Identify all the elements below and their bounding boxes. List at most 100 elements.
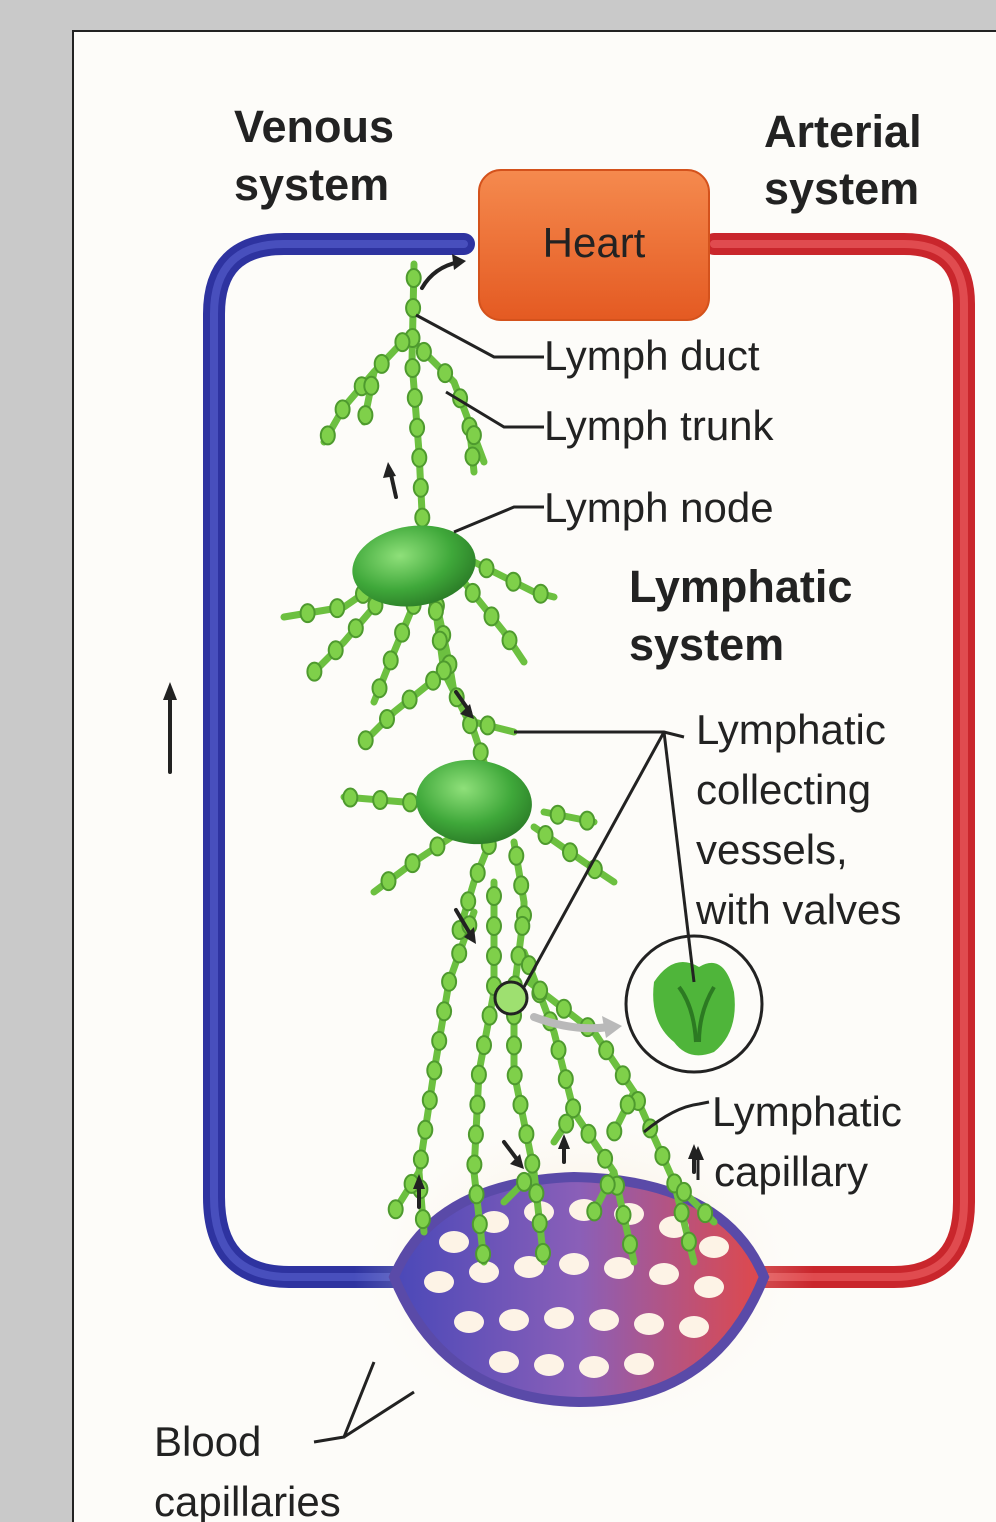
lymph-valve-bead bbox=[426, 672, 440, 690]
svg-text:vessels,: vessels, bbox=[696, 826, 848, 873]
lymph-valve-bead bbox=[301, 604, 315, 622]
lymph-node-lower bbox=[413, 755, 536, 849]
lymph-valve-bead bbox=[533, 1214, 547, 1232]
lymph-valve-bead bbox=[481, 716, 495, 734]
lymph-valve-bead bbox=[395, 333, 409, 351]
diagram-frame: Heart bbox=[72, 30, 996, 1522]
collecting-vessels-label: Lymphatic bbox=[696, 706, 886, 753]
capillary-gap bbox=[604, 1257, 634, 1279]
lymph-valve-bead bbox=[677, 1183, 691, 1201]
valve-highlight bbox=[495, 982, 527, 1014]
arterial-system-label: Arterial bbox=[764, 106, 922, 157]
capillary-gap bbox=[699, 1236, 729, 1258]
lymph-duct-label: Lymph duct bbox=[544, 332, 760, 379]
lymph-valve-bead bbox=[466, 584, 480, 602]
lymph-valve-bead bbox=[514, 1096, 528, 1114]
lymph-valve-bead bbox=[698, 1204, 712, 1222]
lymph-valve-bead bbox=[469, 1126, 483, 1144]
lymph-valve-bead bbox=[461, 892, 475, 910]
venous-system-label: Venous bbox=[234, 101, 394, 152]
lymph-valve-bead bbox=[403, 793, 417, 811]
lymph-valve-bead bbox=[416, 1210, 430, 1228]
lymph-valve-bead bbox=[621, 1096, 635, 1114]
heart: Heart bbox=[479, 170, 709, 320]
lymph-valve-bead bbox=[525, 1155, 539, 1173]
lymph-valve-bead bbox=[467, 1156, 481, 1174]
lymph-valve-bead bbox=[476, 1245, 490, 1263]
lymph-valve-bead bbox=[375, 355, 389, 373]
lymph-valve-bead bbox=[423, 1091, 437, 1109]
lymph-valve-bead bbox=[467, 426, 481, 444]
lymph-valve-bead bbox=[655, 1147, 669, 1165]
lymph-valve-bead bbox=[623, 1235, 637, 1253]
lymph-valve-bead bbox=[417, 343, 431, 361]
lymph-valve-bead bbox=[598, 1150, 612, 1168]
lymph-valve-bead bbox=[389, 1200, 403, 1218]
lymph-valve-bead bbox=[587, 1202, 601, 1220]
lymph-valve-bead bbox=[557, 1000, 571, 1018]
lymph-node-label: Lymph node bbox=[544, 484, 774, 531]
svg-text:capillary: capillary bbox=[714, 1148, 868, 1195]
valve-magnified bbox=[626, 936, 762, 1072]
lymph-valve-bead bbox=[534, 585, 548, 603]
lymph-valve-bead bbox=[364, 377, 378, 395]
lymph-valve-bead bbox=[539, 826, 553, 844]
lymph-valve-bead bbox=[519, 1125, 533, 1143]
lymph-valve-bead bbox=[414, 479, 428, 497]
lymph-valve-bead bbox=[552, 1041, 566, 1059]
lymph-valve-bead bbox=[682, 1233, 696, 1251]
lymph-valve-bead bbox=[472, 1066, 486, 1084]
lymph-valve-bead bbox=[487, 887, 501, 905]
lymph-valve-bead bbox=[559, 1115, 573, 1133]
lymph-valve-bead bbox=[580, 812, 594, 830]
lymphatic-capillary-label: Lymphatic bbox=[712, 1088, 902, 1135]
lymph-valve-bead bbox=[471, 864, 485, 882]
capillary-gap bbox=[694, 1276, 724, 1298]
lymph-valve-bead bbox=[616, 1066, 630, 1084]
lymph-valve-bead bbox=[414, 1150, 428, 1168]
lymph-valve-bead bbox=[433, 632, 447, 650]
lymph-valve-bead bbox=[477, 1036, 491, 1054]
lymph-valve-bead bbox=[382, 872, 396, 890]
capillary-gap bbox=[439, 1231, 469, 1253]
lymph-valve-bead bbox=[336, 400, 350, 418]
lymph-valve-bead bbox=[452, 944, 466, 962]
lymph-valve-bead bbox=[487, 917, 501, 935]
lymph-valve-bead bbox=[582, 1125, 596, 1143]
lymph-valve-bead bbox=[536, 1244, 550, 1262]
lymph-valve-bead bbox=[517, 1173, 531, 1191]
lymph-valve-bead bbox=[373, 679, 387, 697]
lymph-valve-bead bbox=[406, 299, 420, 317]
lymph-valve-bead bbox=[410, 419, 424, 437]
lymph-valve-bead bbox=[406, 359, 420, 377]
lymph-valve-bead bbox=[358, 406, 372, 424]
lymph-valve-bead bbox=[507, 1036, 521, 1054]
svg-text:with valves: with valves bbox=[695, 886, 901, 933]
capillary-gap bbox=[424, 1271, 454, 1293]
blood-capillaries-label: Blood bbox=[154, 1418, 261, 1465]
svg-text:system: system bbox=[234, 159, 389, 210]
lymph-valve-bead bbox=[359, 731, 373, 749]
lymph-valve-bead bbox=[599, 1041, 613, 1059]
lymph-valve-bead bbox=[408, 389, 422, 407]
lymph-trunk-label: Lymph trunk bbox=[544, 402, 775, 449]
lymph-valve-bead bbox=[437, 1002, 451, 1020]
lymph-valve-bead bbox=[429, 602, 443, 620]
lymph-valve-bead bbox=[466, 448, 480, 466]
capillary-gap bbox=[634, 1313, 664, 1335]
lymph-valve-bead bbox=[321, 426, 335, 444]
lymphatic-circulation-diagram: Heart bbox=[74, 32, 996, 1522]
lymph-valve-bead bbox=[470, 1096, 484, 1114]
lymph-valve-bead bbox=[415, 509, 429, 527]
lymph-valve-bead bbox=[601, 1176, 615, 1194]
lymph-valve-bead bbox=[349, 619, 363, 637]
lymph-valve-bead bbox=[373, 791, 387, 809]
heart-label: Heart bbox=[543, 219, 646, 266]
lymph-valve-bead bbox=[617, 1206, 631, 1224]
lymph-valve-bead bbox=[483, 1007, 497, 1025]
lymph-valve-bead bbox=[480, 559, 494, 577]
capillary-gap bbox=[544, 1307, 574, 1329]
capillary-gap bbox=[454, 1311, 484, 1333]
lymph-valve-bead bbox=[506, 573, 520, 591]
lymph-valve-bead bbox=[509, 847, 523, 865]
